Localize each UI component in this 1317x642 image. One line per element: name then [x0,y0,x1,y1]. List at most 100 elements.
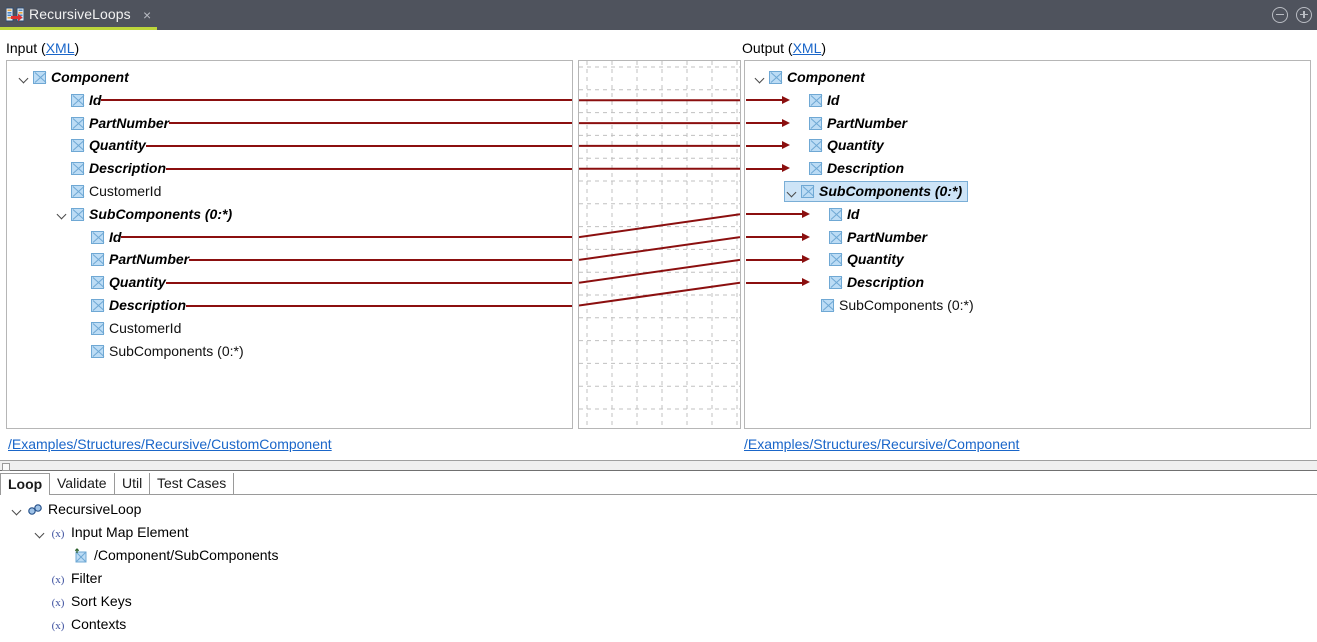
tree-spacer [805,299,819,313]
tab-test-cases[interactable]: Test Cases [150,473,235,495]
input-xml-link[interactable]: XML [45,40,75,56]
output-tree-node[interactable]: Quantity [745,136,888,155]
output-xml-link[interactable]: XML [792,40,822,56]
xml-element-icon [829,253,842,267]
tree-node-label: Component [51,69,129,85]
tab-title: RecursiveLoops [29,6,131,22]
xml-element-icon [71,207,84,221]
loop-tree-node-label: Input Map Element [71,524,189,540]
mapping-grid [579,61,740,428]
mapping-canvas-panel[interactable] [578,60,741,429]
svg-text:(x): (x) [52,620,65,632]
tree-node-label: SubComponents (0:*) [109,342,244,359]
input-tree-node[interactable]: Description [7,296,190,315]
editor-tab-recursiveloops[interactable] [0,0,157,30]
xml-element-icon [91,299,104,312]
tab-util[interactable]: Util [115,473,151,495]
tree-node-label: Id [827,91,840,108]
tree-spacer [813,253,827,267]
tree-spacer [75,344,89,358]
loop-tree-node[interactable]: /Component/SubComponents [0,544,278,567]
function-icon: (x) [50,571,66,587]
input-label-suffix: ) [74,40,80,56]
function-icon: (x) [50,617,66,633]
loop-tree-node-label: /Component/SubComponents [94,547,279,563]
function-icon: (x) [50,525,66,541]
mapping-line-stub [166,167,572,170]
input-tree-node[interactable]: Id [7,91,105,110]
tab-validate[interactable]: Validate [50,473,115,495]
chevron-down-icon[interactable] [17,71,31,85]
tree-node-label: CustomerId [109,319,182,336]
mapping-connection-line[interactable] [579,236,740,261]
output-tree-node[interactable]: Component [745,68,869,87]
chevron-down-icon[interactable] [785,185,799,199]
maximize-button[interactable] [1296,7,1312,23]
output-tree-node[interactable]: Description [745,159,908,178]
input-tree-node[interactable]: SubComponents (0:*) [7,342,248,361]
output-tree-node[interactable]: Description [745,273,928,292]
input-tree-node[interactable]: PartNumber [7,250,193,269]
input-tree-node[interactable]: CustomerId [7,182,165,201]
input-tree-node[interactable]: SubComponents (0:*) [7,205,236,224]
output-tree-node[interactable]: PartNumber [745,228,931,247]
tree-spacer [75,253,89,267]
input-tree-node[interactable]: Quantity [7,136,150,155]
tree-node-label: Id [109,228,122,245]
xml-element-icon [769,71,782,84]
input-tree-node[interactable]: CustomerId [7,319,185,338]
xml-element-icon [809,116,822,130]
output-tree-node[interactable]: Id [745,205,863,224]
loop-tree-node[interactable]: RecursiveLoop [0,498,141,521]
mapping-arrowhead-icon [802,232,810,241]
input-tree-node[interactable]: Component [7,68,133,87]
output-tree-node[interactable]: Id [745,91,843,110]
loop-tree-node-label: Filter [71,570,103,586]
input-tree-node[interactable]: Description [7,159,170,178]
chevron-down-icon[interactable] [33,526,47,540]
chevron-down-icon[interactable] [753,71,767,85]
loop-tree-node-label: Sort Keys [71,593,132,609]
tree-spacer [793,93,807,107]
loop-tree-node[interactable]: (x)Sort Keys [0,590,132,613]
loop-tree-node[interactable]: (x) Filter [0,567,103,590]
chevron-down-icon[interactable] [55,207,69,221]
loop-properties-tree[interactable]: RecursiveLoop (x) Input Map Element/Compon… [0,498,1317,642]
input-tree-node[interactable]: Id [7,228,125,247]
tree-node-label: Id [89,91,102,108]
tree-spacer [55,116,69,130]
mapping-arrowhead-icon [782,141,790,150]
tree-node-label: Component [787,69,865,85]
close-icon[interactable]: × [143,7,152,23]
mapping-line-stub [166,281,572,284]
output-tree-node[interactable]: PartNumber [745,114,911,133]
output-label: Output ( [742,40,793,56]
tree-node-label: SubComponents (0:*) [839,297,974,313]
loop-tree-node[interactable]: (x)Contexts [0,613,127,636]
input-tree-node[interactable]: PartNumber [7,114,173,133]
loop-tree-node[interactable]: (x) Input Map Element [0,521,189,544]
xml-element-icon [91,321,104,335]
output-label-suffix: ) [821,40,827,56]
output-tree-node[interactable]: SubComponents (0:*) [745,296,978,315]
output-tree-node[interactable]: SubComponents (0:*) [745,181,969,202]
mapping-connection-line[interactable] [579,281,740,307]
mapping-connection-line[interactable] [579,213,740,239]
tab-loop[interactable]: Loop [0,473,51,496]
mapping-arrow-line [746,99,783,102]
minimize-button[interactable] [1272,7,1288,23]
xml-element-icon [91,230,104,244]
chevron-down-icon[interactable] [10,503,24,517]
output-path-link[interactable]: /Examples/Structures/Recursive/Component [744,436,1020,452]
input-tree-node[interactable]: Quantity [7,273,170,292]
mapping-line-stub [101,99,572,102]
output-tree-node[interactable]: Quantity [745,250,908,269]
splitter-sash[interactable] [0,460,1317,471]
mapping-connection-line[interactable] [579,258,740,284]
input-path-link[interactable]: /Examples/Structures/Recursive/CustomCom… [8,436,332,452]
